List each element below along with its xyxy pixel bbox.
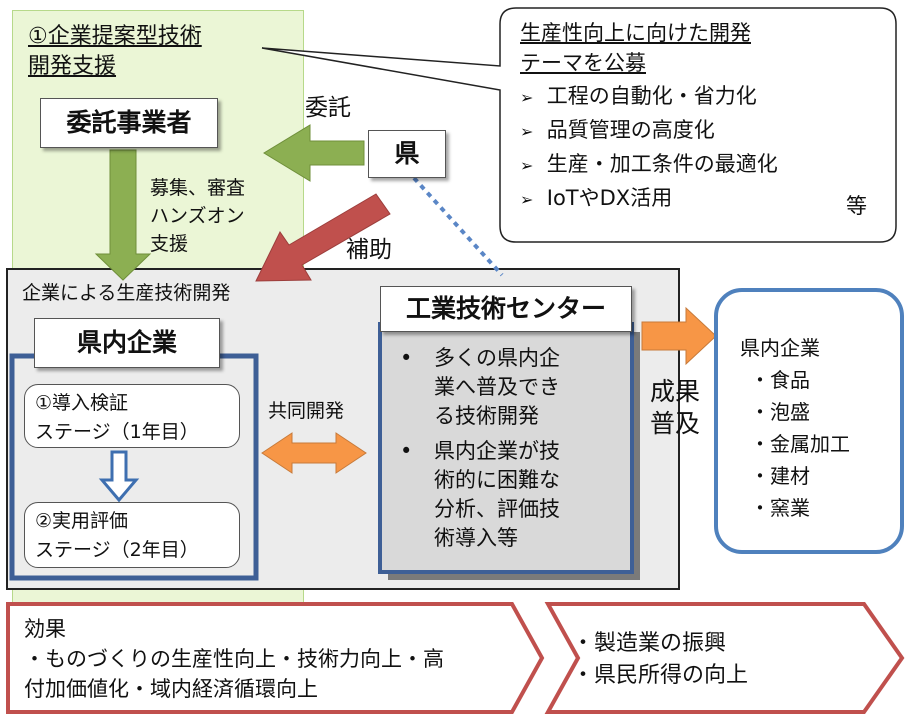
center-item-2: • 県内企業が技 術的に困難な 分析、評価技 術導入等 [400, 439, 560, 550]
itaku-arrow [263, 124, 365, 182]
industries-title: 県内企業 [740, 336, 820, 360]
local-companies-box: 県内企業 [34, 318, 220, 368]
center-item-1: • 多くの県内企 業へ普及でき る技術開発 [400, 346, 560, 428]
recruit-down-arrow [94, 149, 152, 281]
effects-text: 効果 ・ものづくりの生産性向上・技術力向上・高 付加価値化・域内経済循環向上 [24, 614, 444, 704]
stage1-box: ①導入検証 ステージ（1年目） [24, 384, 240, 448]
stage1-line2: ステージ（1年目） [35, 421, 199, 443]
callout-item: ➢ 生産・加工条件の最適化 [520, 152, 778, 176]
spread-line2: 普及 [650, 409, 701, 438]
gray-panel-title: 企業による生産技術開発 [22, 282, 231, 304]
stage2-line1: ②実用評価 [35, 510, 129, 532]
contractor-box: 委託事業者 [40, 98, 218, 148]
prefecture-center-dotted-line [412, 176, 504, 277]
callout-title-line1: 生産性向上に向けた開発 [520, 21, 751, 45]
recruit-line3: 支援 [150, 233, 189, 255]
effects-line2: 付加価値化・域内経済循環向上 [24, 677, 318, 701]
industry-item: ・食品 [750, 368, 810, 392]
stage2-line2: ステージ（2年目） [35, 539, 199, 561]
industry-item: ・泡盛 [750, 400, 810, 424]
effects-title: 効果 [24, 617, 66, 641]
spread-arrow [641, 306, 717, 366]
center-box [378, 322, 634, 574]
joint-label: 共同開発 [268, 400, 345, 422]
spread-line1: 成果 [650, 377, 701, 406]
callout-title-line2: テーマを公募 [520, 51, 646, 75]
callout-items: ➢ 工程の自動化・省力化 ➢ 品質管理の高度化 ➢ 生産・加工条件の最適化 ➢ … [520, 80, 778, 216]
callout-item: ➢ 品質管理の高度化 [520, 118, 715, 142]
industry-item: ・金属加工 [750, 432, 850, 456]
callout-item: ➢ IoTやDX活用 [520, 186, 673, 210]
support-title-line2: 開発支援 [28, 54, 117, 79]
center-items: • 多くの県内企 業へ普及でき る技術開発 • 県内企業が技 術的に困難な 分析… [398, 344, 560, 553]
support-title-line1: ①企業提案型技術 [28, 24, 202, 49]
stage1-line1: ①導入検証 [35, 392, 129, 414]
industries-box [714, 288, 904, 554]
industry-item: ・建材 [750, 464, 810, 488]
hojo-label: 補助 [346, 237, 392, 263]
itaku-label: 委託 [305, 95, 351, 121]
hojo-arrow [255, 193, 391, 282]
effects-line1: ・ものづくりの生産性向上・技術力向上・高 [24, 647, 444, 671]
callout-etc: 等 [846, 194, 867, 218]
recruit-text: 募集、審査 ハンズオン 支援 [150, 174, 245, 258]
industries-list: 県内企業 ・食品 ・泡盛 ・金属加工 ・建材 ・窯業 [740, 332, 850, 524]
stage-down-arrow [98, 450, 140, 503]
callout-bubble [261, 7, 897, 243]
prefecture-box: 県 [368, 130, 446, 178]
center-title: 工業技術センター [380, 286, 632, 332]
spread-label: 成果 普及 [650, 376, 700, 440]
effects-pentagon [6, 602, 545, 714]
callout-text: 生産性向上に向けた開発 テーマを公募 ➢ 工程の自動化・省力化 ➢ 品質管理の高… [520, 18, 778, 216]
recruit-line2: ハンズオン [150, 205, 245, 227]
recruit-line1: 募集、審査 [150, 177, 246, 199]
callout-item: ➢ 工程の自動化・省力化 [520, 84, 757, 108]
outcome-item: ・県民所得の向上 [572, 663, 749, 688]
stage2-box: ②実用評価 ステージ（2年目） [24, 502, 240, 568]
outcomes-text: ・製造業の振興 ・県民所得の向上 [572, 628, 748, 692]
joint-double-arrow [261, 432, 367, 474]
industry-item: ・窯業 [750, 496, 810, 520]
outcomes-pentagon [544, 602, 905, 714]
outcome-item: ・製造業の振興 [572, 631, 727, 656]
support-title: ①企業提案型技術 開発支援 [28, 22, 202, 82]
